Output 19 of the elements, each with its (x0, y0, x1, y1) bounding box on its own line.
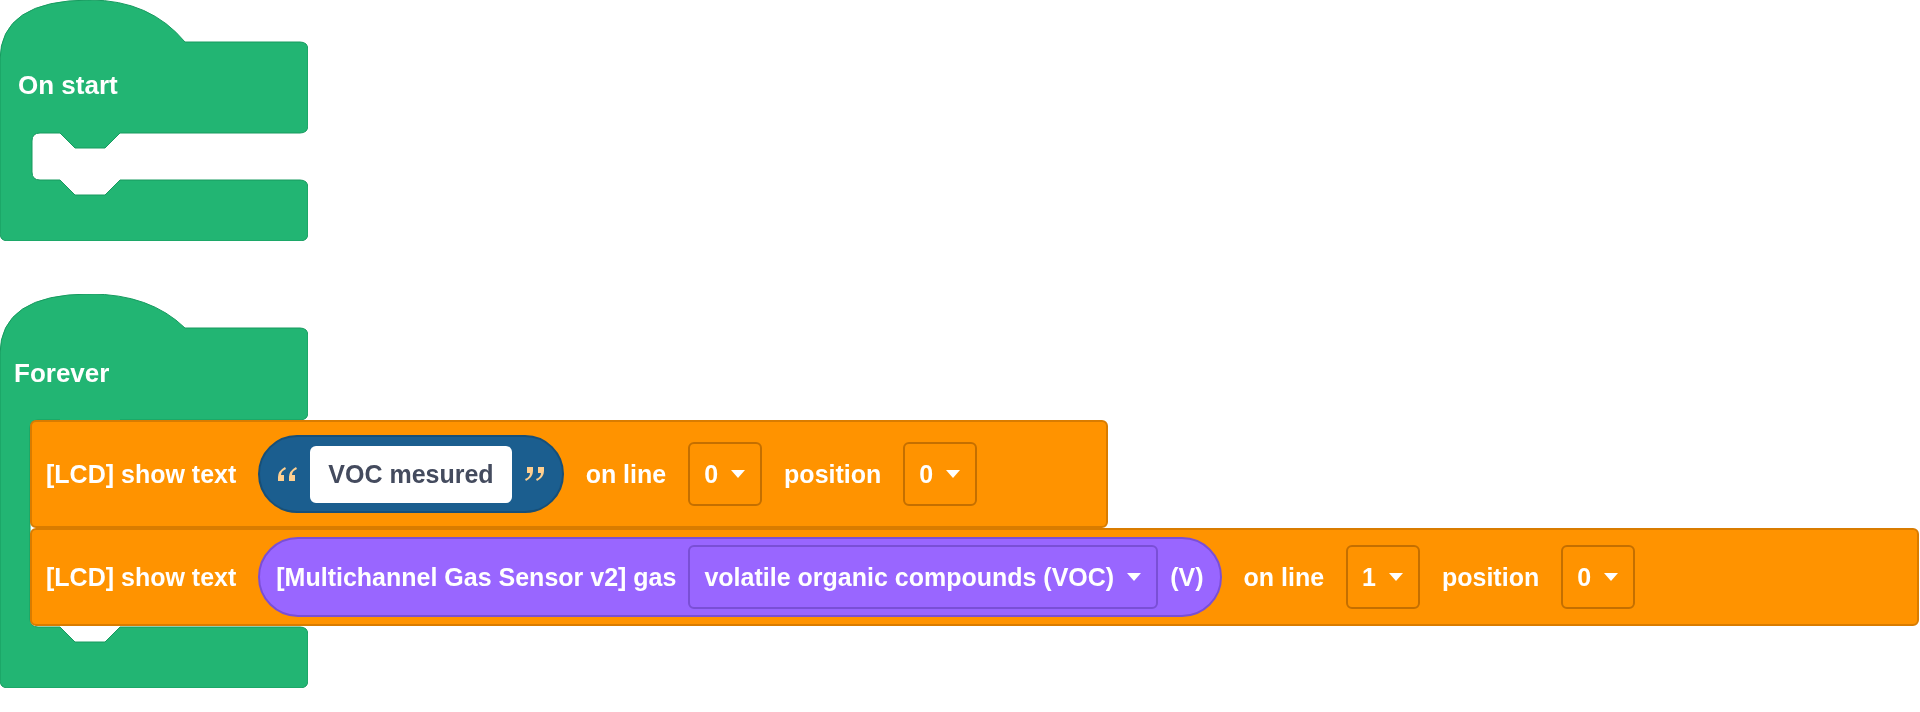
block-label: on line (585, 459, 667, 489)
dropdown: 1 (1346, 545, 1420, 609)
block-label: [LCD] show text (46, 459, 237, 489)
dropdown: volatile organic compounds (VOC) (688, 545, 1159, 609)
code-block (30, 528, 1919, 626)
dropdown: 0 (903, 442, 978, 506)
dropdown: 0 (688, 442, 763, 506)
block-label: position (784, 459, 882, 489)
block-label: (V) (1170, 562, 1204, 592)
block-label: [Multichannel Gas Sensor v2] gas (276, 562, 677, 592)
block-label: Forever (14, 358, 110, 389)
dropdown: 0 (1561, 545, 1636, 609)
code-block (30, 420, 1108, 528)
block-label: position (1441, 562, 1540, 592)
block-label: [LCD] show text (46, 562, 237, 592)
event-block (0, 0, 308, 241)
block-label: on line (1243, 562, 1325, 592)
text-field: VOC mesured (310, 445, 512, 503)
block-label: On start (18, 70, 118, 101)
